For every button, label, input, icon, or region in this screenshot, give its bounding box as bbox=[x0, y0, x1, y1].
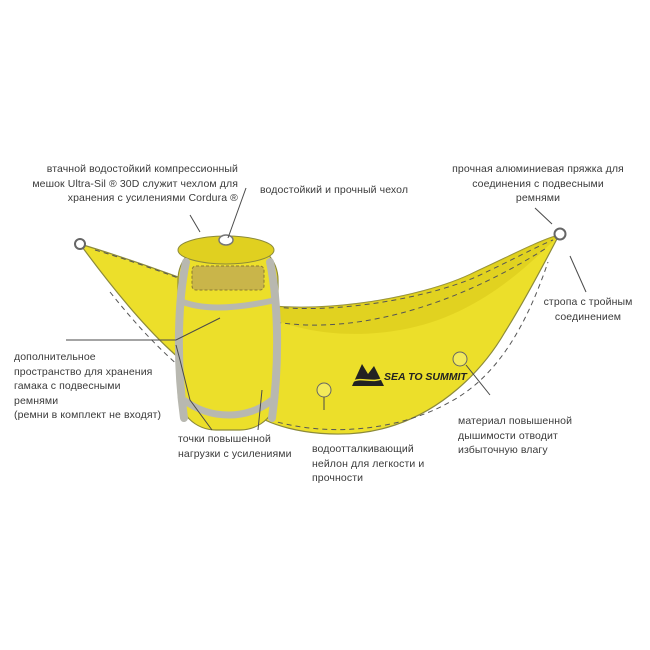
right-ring-icon bbox=[553, 227, 567, 241]
label-sack: втачной водостойкий компрессионный мешок… bbox=[32, 163, 238, 204]
brand-logo: SEA TO SUMMIT bbox=[351, 364, 468, 386]
leader-breathable bbox=[465, 364, 491, 396]
leader-storage bbox=[66, 317, 221, 341]
sack-top-loop-icon bbox=[218, 234, 234, 246]
label-storage: дополнительное пространство для хранения… bbox=[14, 351, 162, 421]
label-strap: стропа с тройным соединением bbox=[543, 296, 633, 323]
sack-mid-strap bbox=[176, 297, 277, 311]
leader-lines bbox=[66, 187, 587, 431]
hammock-seam-bottom bbox=[109, 261, 549, 431]
left-ring-icon bbox=[74, 238, 86, 250]
sack-window bbox=[191, 265, 265, 291]
label-cover: водостойкий и прочный чехол bbox=[260, 184, 409, 196]
label-points: точки повышенной нагрузки с усилениями bbox=[178, 433, 292, 460]
sack-right-frame bbox=[266, 258, 282, 422]
nylon-point-icon bbox=[316, 382, 332, 398]
leader-strap bbox=[569, 255, 587, 293]
hammock-inner-fold bbox=[240, 235, 559, 334]
label-buckle: прочная алюминиевая пряжка для соединени… bbox=[452, 163, 624, 204]
leader-points bbox=[175, 344, 213, 431]
leader-cover bbox=[227, 187, 247, 239]
breathable-point-icon bbox=[452, 351, 468, 367]
sack-bottom-band bbox=[181, 397, 275, 419]
label-breathable: материал повышенной дышимости отводит из… bbox=[458, 415, 573, 456]
leader-buckle bbox=[534, 207, 553, 225]
sack-left-frame bbox=[174, 258, 190, 422]
stuff-sack bbox=[174, 234, 282, 431]
leader-sack bbox=[189, 214, 201, 233]
brand-text: SEA TO SUMMIT bbox=[384, 371, 468, 383]
hammock-seam-top bbox=[94, 239, 554, 310]
leader-points-2 bbox=[257, 389, 263, 431]
label-nylon: водоотталкивающий нейлон для легкости и … bbox=[312, 443, 425, 484]
